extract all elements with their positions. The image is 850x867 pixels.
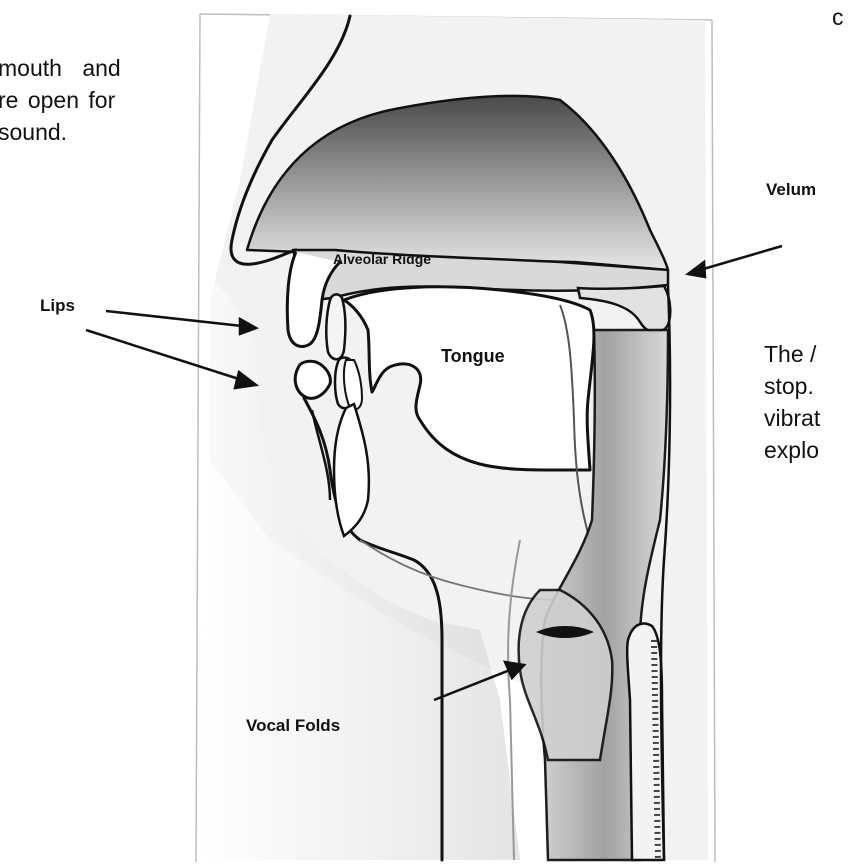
- description-line-2: stop.: [764, 370, 814, 402]
- top-text-fragment: c: [832, 4, 844, 31]
- esophagus: [627, 624, 664, 860]
- intro-text-line-1: mouth and: [0, 52, 121, 84]
- intro-text-line-2: re open for: [0, 84, 115, 116]
- description-line-3: vibrat: [764, 402, 820, 434]
- description-line-4: explo: [764, 434, 819, 466]
- description-line-1: The /: [764, 338, 816, 370]
- lips-label: Lips: [40, 296, 75, 316]
- alveolar-ridge-label: Alveolar Ridge: [333, 251, 431, 267]
- vocal-folds-label: Vocal Folds: [246, 716, 340, 736]
- lower-lip: [295, 361, 330, 398]
- vocal-folds: [540, 628, 590, 637]
- velum-label: Velum: [766, 180, 816, 200]
- intro-text-line-3: sound.: [0, 116, 67, 148]
- upper-incisor: [326, 294, 345, 359]
- tongue-label: Tongue: [441, 346, 505, 367]
